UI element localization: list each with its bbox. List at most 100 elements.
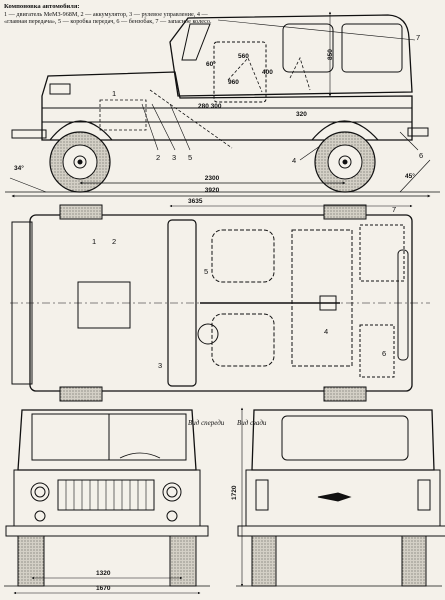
front-view bbox=[4, 409, 210, 595]
top-rear-handle bbox=[397, 249, 409, 361]
callout-leader-2 bbox=[141, 103, 159, 151]
dim-top-offset: 3635 bbox=[188, 198, 203, 205]
dim-wheelbase: 2300 bbox=[205, 175, 220, 182]
rear-cabin-outline bbox=[251, 409, 435, 471]
top-spare-wheel bbox=[359, 224, 405, 282]
top-callout-1: 1 bbox=[92, 237, 96, 246]
side-view bbox=[5, 11, 440, 198]
dim-seat-d: 400 bbox=[262, 69, 273, 76]
front-left-headlight bbox=[30, 482, 50, 502]
top-steering-wheel bbox=[197, 323, 219, 345]
rear-view-label: Вид сзади bbox=[237, 419, 267, 427]
side-callout-6: 6 bbox=[419, 151, 423, 160]
rear-bumper bbox=[237, 525, 445, 537]
side-callout-1: 1 bbox=[112, 89, 116, 98]
side-engine-box bbox=[99, 99, 147, 131]
top-rear-seat bbox=[291, 229, 353, 367]
rear-right-tire bbox=[401, 535, 427, 587]
front-wiper bbox=[119, 452, 161, 459]
front-left-headlight-inner bbox=[34, 486, 46, 498]
dim-front-width: 1670 bbox=[96, 585, 111, 592]
top-front-left-wheel bbox=[59, 204, 103, 220]
callout-leader-6 bbox=[399, 131, 419, 151]
front-cabin-outline bbox=[17, 409, 197, 471]
front-bumper bbox=[5, 525, 209, 537]
side-view-labels: 3920 2300 850 960 560 400 280 300 320 60… bbox=[14, 33, 423, 194]
top-view bbox=[10, 204, 430, 402]
layout-caption: Компоновка автомобиля: 1 — двигатель МеМ… bbox=[4, 3, 219, 26]
rear-view bbox=[236, 407, 445, 587]
side-front-arch bbox=[49, 120, 113, 141]
dim-cargo-h: 320 bbox=[296, 111, 307, 118]
caption-title: Компоновка автомобиля: bbox=[4, 3, 80, 10]
front-view-labels: Вид спереди 1320 1670 bbox=[96, 419, 225, 592]
side-callout-7: 7 bbox=[416, 33, 420, 42]
side-rear-arch bbox=[311, 120, 379, 141]
side-callout-5: 5 bbox=[188, 153, 192, 162]
side-rear-seat-outline bbox=[289, 56, 311, 91]
dim-seat-x: 560 bbox=[238, 53, 249, 60]
rear-emblem bbox=[317, 492, 352, 502]
top-callout-4: 4 bbox=[324, 327, 328, 336]
front-grille-slats bbox=[65, 480, 147, 510]
top-windshield bbox=[167, 219, 197, 387]
dim-length: 3920 bbox=[205, 187, 220, 194]
side-rear-window bbox=[341, 23, 403, 73]
rear-right-lamp bbox=[417, 479, 431, 511]
top-rear-right-wheel bbox=[323, 386, 367, 402]
front-right-headlight-inner bbox=[166, 486, 178, 498]
side-door-outline bbox=[213, 41, 267, 103]
side-callout-3: 3 bbox=[172, 153, 176, 162]
top-rear-left-wheel bbox=[323, 204, 367, 220]
callout-leader-4 bbox=[299, 145, 321, 161]
front-right-headlight bbox=[162, 482, 182, 502]
top-front-right-seat bbox=[211, 313, 275, 367]
side-rear-wheel bbox=[314, 131, 376, 193]
top-fuel-tank bbox=[359, 324, 395, 378]
side-steering-line bbox=[149, 89, 233, 149]
angle-seat-back: 60° bbox=[206, 60, 216, 68]
side-roof bbox=[169, 14, 413, 97]
side-seat-outline bbox=[227, 57, 263, 93]
dim-front-cg: 280 300 bbox=[198, 103, 222, 110]
top-hood-panel bbox=[77, 281, 131, 329]
angle-departure: 45° bbox=[405, 172, 415, 180]
front-body bbox=[13, 469, 201, 527]
rear-left-tire bbox=[251, 535, 277, 587]
top-callout-3: 3 bbox=[158, 361, 162, 370]
top-callout-2: 2 bbox=[112, 237, 116, 246]
callout-leader-5 bbox=[169, 103, 191, 151]
side-callout-2: 2 bbox=[156, 153, 160, 162]
dim-rear-height: 1720 bbox=[231, 485, 238, 500]
front-right-indicator bbox=[166, 510, 178, 522]
top-view-labels: 3635 1 2 3 5 4 6 7 bbox=[92, 198, 396, 370]
caption-legend: 1 — двигатель МеМЗ-968М, 2 — аккумулятор… bbox=[4, 10, 212, 26]
front-right-tire bbox=[169, 535, 197, 587]
dim-height: 850 bbox=[327, 49, 334, 60]
top-diff bbox=[319, 295, 337, 311]
top-callout-7: 7 bbox=[392, 205, 396, 214]
front-view-label: Вид спереди bbox=[188, 419, 225, 427]
top-front-right-wheel bbox=[59, 386, 103, 402]
callout-leader-3 bbox=[151, 103, 176, 151]
side-window bbox=[282, 23, 334, 73]
front-left-indicator bbox=[34, 510, 46, 522]
approach-angle-line bbox=[9, 177, 47, 193]
callout-leader-7 bbox=[217, 19, 416, 41]
dim-front-track: 1320 bbox=[96, 570, 111, 577]
side-callout-4: 4 bbox=[292, 156, 296, 165]
front-left-tire bbox=[17, 535, 45, 587]
side-rear-bumper bbox=[407, 127, 429, 137]
rear-window bbox=[281, 415, 409, 461]
side-headlight bbox=[49, 83, 71, 95]
dim-seat-h: 960 bbox=[228, 79, 239, 86]
angle-approach: 34° bbox=[14, 164, 24, 172]
top-callout-5: 5 bbox=[204, 267, 208, 276]
side-hood bbox=[41, 71, 413, 141]
side-windshield bbox=[181, 23, 211, 61]
departure-angle-line bbox=[399, 159, 431, 193]
rear-left-lamp bbox=[255, 479, 269, 511]
top-callout-6: 6 bbox=[382, 349, 386, 358]
top-front-left-seat bbox=[211, 229, 275, 283]
